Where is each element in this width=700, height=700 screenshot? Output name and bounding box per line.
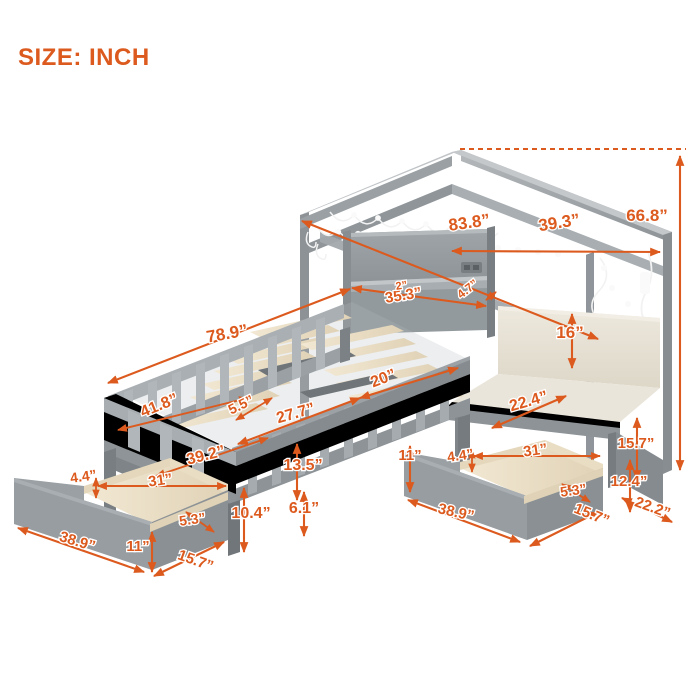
dimension-label-rail-height: 13.5”: [283, 457, 322, 474]
dimension-label-right-drawer-inner: 31”: [522, 440, 548, 460]
dimension-label-bench-depth: 22.2”: [632, 494, 672, 523]
dimension-label-left-drawer-lip: 4.4”: [69, 466, 97, 486]
dimension-label-right-drawer-height: 11”: [398, 447, 421, 464]
dimension-label-roof-width: 83.8”: [447, 210, 491, 235]
dimension-label-left-drawer-depth: 15.7”: [175, 547, 215, 576]
dimension-lines: [16, 148, 686, 577]
dimension-label-roof-depth: 39.3”: [537, 210, 581, 235]
dimension-label-left-drawer-side: 5.3”: [178, 509, 206, 529]
dimension-label-shelf-thickness: 2”: [395, 279, 408, 293]
dimension-label-left-drawer-inner: 31”: [147, 470, 173, 490]
dimension-label-leg-height: 6.1”: [289, 500, 319, 517]
dimension-label-bench-seat-height: 15.7”: [618, 435, 655, 452]
dimension-label-clearance-height: 10.4”: [231, 505, 270, 522]
page-title: SIZE: INCH: [18, 44, 150, 71]
dimension-label-roof-height: 66.8”: [626, 206, 668, 225]
dimension-label-left-drawer-height: 11”: [126, 538, 149, 555]
dimension-label-bench-leg-height: 12.4”: [611, 473, 648, 490]
dimension-label-bench-back-height: 16”: [556, 323, 583, 342]
dimension-label-right-drawer-lip: 4.4”: [446, 445, 474, 465]
dimension-label-right-drawer-side: 5.3”: [559, 480, 587, 500]
dimension-label-bed-length: 78.9”: [205, 321, 249, 347]
